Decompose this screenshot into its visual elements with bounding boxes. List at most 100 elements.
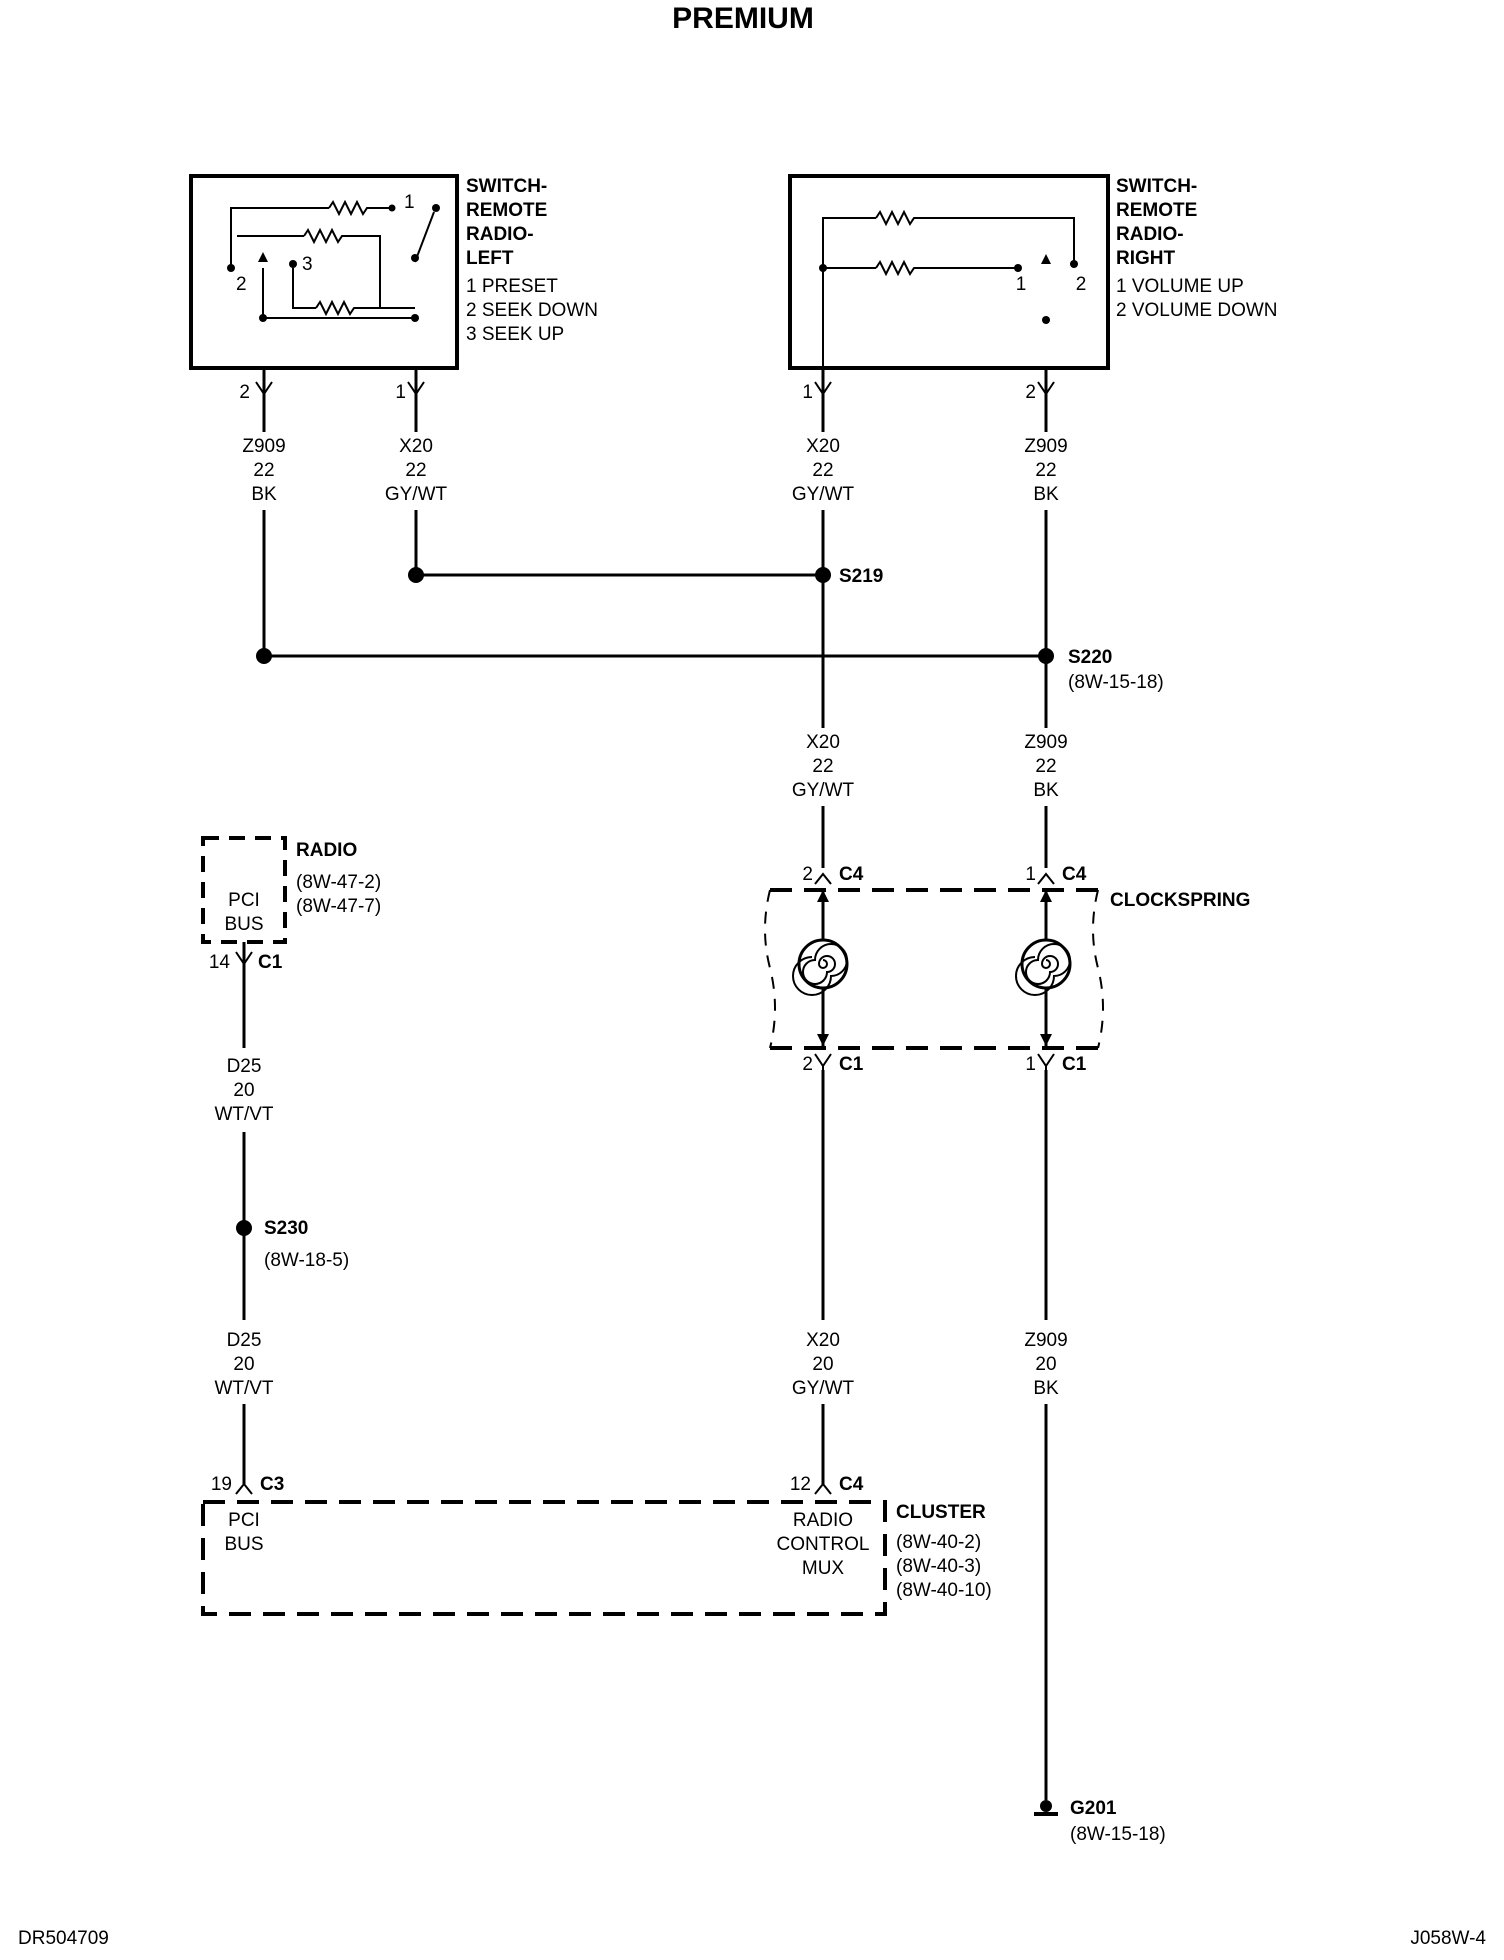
switch-right-contact-2: 2 bbox=[1076, 274, 1087, 295]
wire-label-w3: X20 22 GY/WT bbox=[792, 436, 855, 505]
svg-text:GY/WT: GY/WT bbox=[385, 484, 448, 505]
splice-s230-dot bbox=[236, 1220, 252, 1236]
svg-text:20: 20 bbox=[233, 1080, 254, 1101]
clockspring-coil-icon bbox=[1015, 943, 1071, 996]
svg-text:GY/WT: GY/WT bbox=[792, 1378, 855, 1399]
svg-text:(8W-40-10): (8W-40-10) bbox=[896, 1580, 992, 1601]
switch-remote-radio-left: 1 2 3 SWITCH- REMOTE RADIO- LEFT 1 PRESE… bbox=[189, 174, 598, 403]
cluster-module: 19 C3 12 C4 PCI BUS RADIO CONTROL MUX CL… bbox=[201, 1474, 992, 1616]
svg-text:D25: D25 bbox=[227, 1056, 262, 1077]
splice-s219-dot bbox=[815, 567, 831, 583]
svg-text:BUS: BUS bbox=[224, 1534, 263, 1555]
radio-ref-0: (8W-47-2) bbox=[296, 872, 381, 893]
splice-s230-ref: (8W-18-5) bbox=[264, 1250, 349, 1271]
footer-left: DR504709 bbox=[18, 1928, 109, 1949]
switch-left-pin-1: 1 bbox=[395, 382, 406, 403]
svg-text:22: 22 bbox=[1035, 756, 1056, 777]
wire-label-w10: Z909 20 BK bbox=[1024, 1330, 1067, 1399]
page-title: PREMIUM bbox=[672, 2, 814, 35]
svg-text:X20: X20 bbox=[399, 436, 433, 457]
svg-text:X20: X20 bbox=[806, 436, 840, 457]
radio-pin: 14 bbox=[209, 952, 231, 973]
switch-right-label-2: RADIO- bbox=[1116, 224, 1184, 245]
svg-text:X20: X20 bbox=[806, 1330, 840, 1351]
splice-s220-label: S220 bbox=[1068, 647, 1112, 668]
clockspring: 2 C4 1 C4 CLOCKSPRING 2 C1 1 C1 bbox=[764, 864, 1250, 1075]
switch-left-label-3: LEFT bbox=[466, 248, 514, 269]
splice-s230-label: S230 bbox=[264, 1218, 308, 1239]
clockspring-name: CLOCKSPRING bbox=[1110, 890, 1250, 911]
svg-text:GY/WT: GY/WT bbox=[792, 484, 855, 505]
wire-label-w8: D25 20 WT/VT bbox=[214, 1330, 273, 1399]
wire-label-w9: X20 20 GY/WT bbox=[792, 1330, 855, 1399]
svg-text:(8W-40-2): (8W-40-2) bbox=[896, 1532, 981, 1553]
ground-ref: (8W-15-18) bbox=[1070, 1824, 1166, 1845]
radio-ref-1: (8W-47-7) bbox=[296, 896, 381, 917]
switch-left-label-2: RADIO- bbox=[466, 224, 534, 245]
svg-text:RADIO: RADIO bbox=[793, 1510, 853, 1531]
switch-left-label-5: 2 SEEK DOWN bbox=[466, 300, 598, 321]
switch-left-label-0: SWITCH- bbox=[466, 176, 547, 197]
ground-name: G201 bbox=[1070, 1798, 1117, 1819]
splice-dot bbox=[408, 567, 424, 583]
switch-left-label-6: 3 SEEK UP bbox=[466, 324, 564, 345]
cluster-name: CLUSTER bbox=[896, 1502, 986, 1523]
switch-right-pin-2: 2 bbox=[1025, 382, 1036, 403]
svg-text:22: 22 bbox=[812, 460, 833, 481]
svg-text:Z909: Z909 bbox=[1024, 436, 1067, 457]
switch-right-label-5: 2 VOLUME DOWN bbox=[1116, 300, 1278, 321]
svg-text:BK: BK bbox=[251, 484, 277, 505]
svg-text:Z909: Z909 bbox=[1024, 1330, 1067, 1351]
wire-label-w4: Z909 22 BK bbox=[1024, 436, 1067, 505]
splice-s219-label: S219 bbox=[839, 566, 883, 587]
wire-label-w7: D25 20 WT/VT bbox=[214, 1056, 273, 1125]
svg-text:C4: C4 bbox=[1062, 864, 1087, 885]
splice-s220-dot bbox=[1038, 648, 1054, 664]
svg-text:BUS: BUS bbox=[224, 914, 263, 935]
svg-text:C1: C1 bbox=[839, 1054, 864, 1075]
svg-text:CONTROL: CONTROL bbox=[777, 1534, 870, 1555]
svg-text:22: 22 bbox=[812, 756, 833, 777]
switch-right-label-1: REMOTE bbox=[1116, 200, 1197, 221]
svg-text:WT/VT: WT/VT bbox=[214, 1378, 273, 1399]
splice-dot bbox=[256, 648, 272, 664]
switch-left-box bbox=[189, 174, 459, 370]
svg-text:20: 20 bbox=[1035, 1354, 1056, 1375]
svg-text:22: 22 bbox=[405, 460, 426, 481]
switch-left-contact-3: 3 bbox=[302, 254, 313, 275]
svg-text:WT/VT: WT/VT bbox=[214, 1104, 273, 1125]
svg-text:1: 1 bbox=[1025, 1054, 1036, 1075]
radio-module: PCI BUS RADIO (8W-47-2) (8W-47-7) 14 C1 bbox=[201, 836, 381, 973]
ground-g201: G201 (8W-15-18) bbox=[1034, 1798, 1166, 1845]
svg-text:BK: BK bbox=[1033, 1378, 1059, 1399]
svg-text:Z909: Z909 bbox=[242, 436, 285, 457]
svg-text:22: 22 bbox=[1035, 460, 1056, 481]
svg-text:C4: C4 bbox=[839, 1474, 864, 1495]
svg-text:2: 2 bbox=[802, 864, 813, 885]
switch-left-contact-1: 1 bbox=[404, 192, 415, 213]
switch-left-contact-2: 2 bbox=[236, 274, 247, 295]
svg-text:D25: D25 bbox=[227, 1330, 262, 1351]
svg-text:19: 19 bbox=[211, 1474, 232, 1495]
wire-label-w6: Z909 22 BK bbox=[1024, 732, 1067, 801]
svg-text:20: 20 bbox=[812, 1354, 833, 1375]
svg-text:1: 1 bbox=[1025, 864, 1036, 885]
svg-text:PCI: PCI bbox=[228, 890, 260, 911]
switch-left-label-4: 1 PRESET bbox=[466, 276, 558, 297]
svg-text:20: 20 bbox=[233, 1354, 254, 1375]
radio-conn: C1 bbox=[258, 952, 283, 973]
radio-name: RADIO bbox=[296, 840, 357, 861]
wire-label-w2: X20 22 GY/WT bbox=[385, 436, 448, 505]
svg-text:C3: C3 bbox=[260, 1474, 284, 1495]
svg-text:PCI: PCI bbox=[228, 1510, 260, 1531]
wire-label-w5: X20 22 GY/WT bbox=[792, 732, 855, 801]
svg-text:C1: C1 bbox=[1062, 1054, 1087, 1075]
svg-text:2: 2 bbox=[802, 1054, 813, 1075]
clockspring-coil-icon bbox=[792, 943, 848, 996]
switch-right-label-3: RIGHT bbox=[1116, 248, 1176, 269]
svg-text:X20: X20 bbox=[806, 732, 840, 753]
switch-right-pin-1: 1 bbox=[802, 382, 813, 403]
svg-text:BK: BK bbox=[1033, 780, 1059, 801]
switch-right-label-4: 1 VOLUME UP bbox=[1116, 276, 1244, 297]
